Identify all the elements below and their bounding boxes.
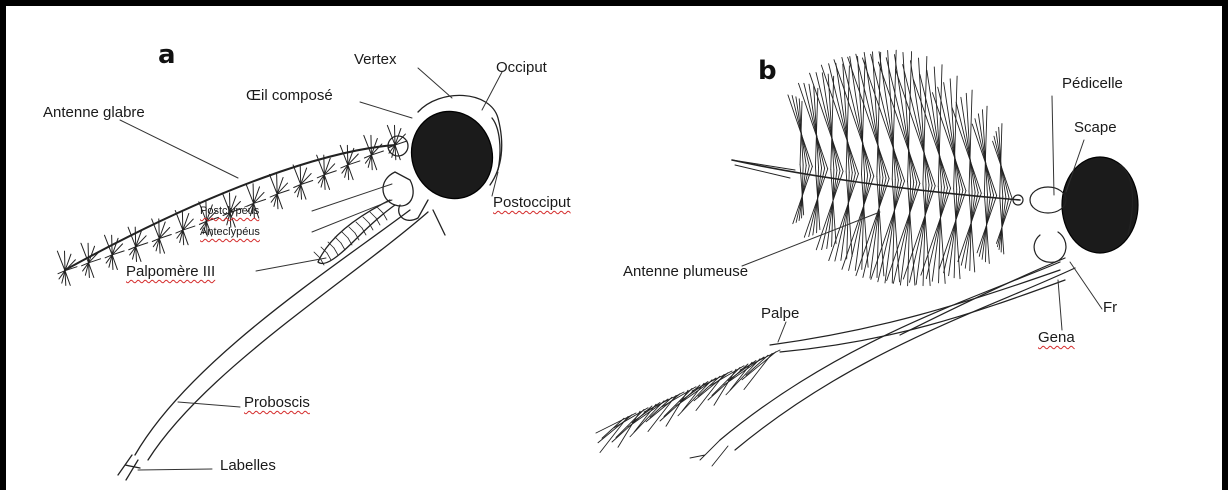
- panel-b-drawing: [596, 50, 1138, 466]
- compound-eye-a: [399, 100, 504, 210]
- antenna-plumeuse-hairs: [596, 50, 1012, 452]
- proboscis-a-back: [148, 212, 428, 460]
- label-oeil-compose: Œil composé: [246, 88, 333, 103]
- label-vertex: Vertex: [354, 52, 397, 67]
- panel-letter-b: b: [758, 58, 777, 84]
- label-palpomere-iii: Palpomère III: [126, 264, 215, 279]
- pedicel-b: [1030, 187, 1066, 213]
- label-postclypeus: Postclypéus: [200, 206, 259, 217]
- labelles-tip: [118, 455, 140, 480]
- label-pedicelle: Pédicelle: [1062, 76, 1123, 91]
- proboscis-a-front: [135, 210, 410, 455]
- postocciput-outline: [492, 118, 500, 170]
- label-occiput: Occiput: [496, 60, 547, 75]
- label-proboscis: Proboscis: [244, 395, 310, 410]
- label-postocciput: Postocciput: [493, 195, 571, 210]
- label-antenne-glabre: Antenne glabre: [43, 105, 145, 120]
- label-antenne-plumeuse: Antenne plumeuse: [623, 264, 748, 279]
- palpomere-a: [318, 200, 395, 263]
- label-gena: Gena: [1038, 330, 1075, 345]
- label-anteclypeus: Anteclypéus: [200, 227, 260, 238]
- panel-letter-a: a: [158, 42, 176, 68]
- proboscis-b-front: [720, 262, 1060, 440]
- panel-a-drawing: [57, 68, 504, 480]
- label-palpe: Palpe: [761, 306, 799, 321]
- label-labelles: Labelles: [220, 458, 276, 473]
- label-fr: Fr: [1103, 300, 1117, 315]
- label-scape: Scape: [1074, 120, 1117, 135]
